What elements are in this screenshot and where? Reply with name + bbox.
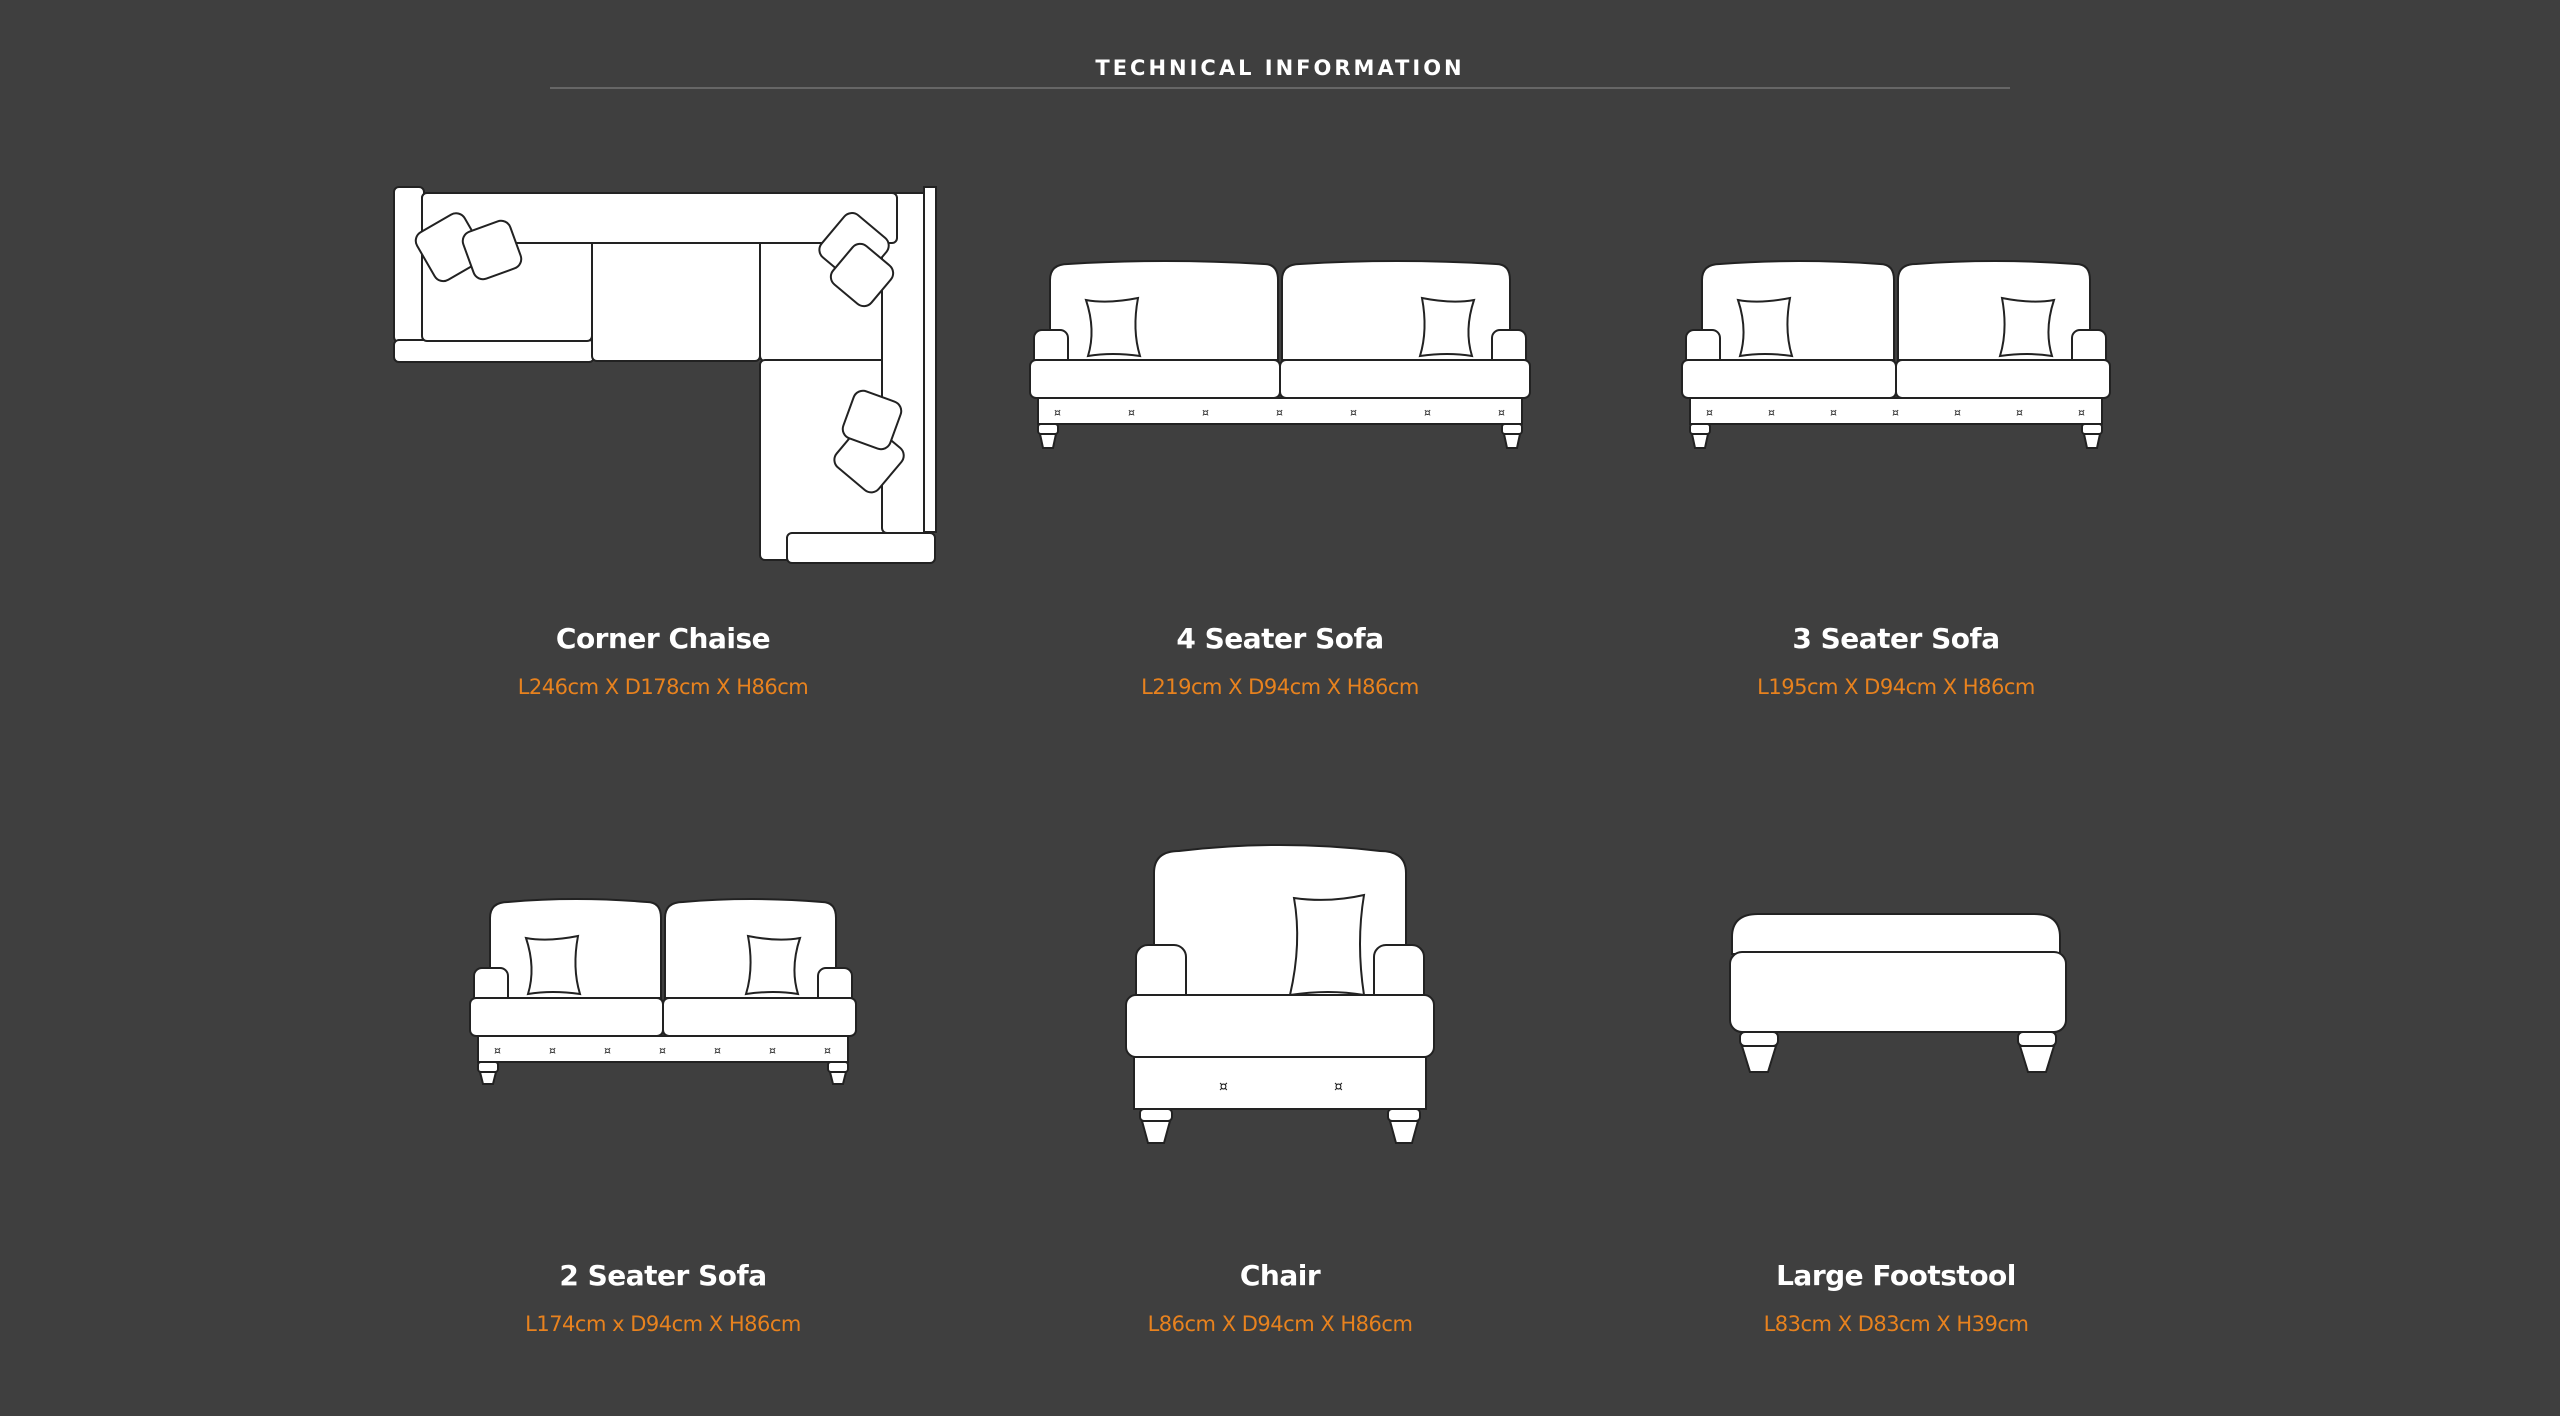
sofa-outline-part: ¤ (714, 1044, 721, 1057)
sofa-outline-part (1681, 359, 1897, 399)
sofa-outline-part (1037, 423, 1059, 435)
section-title: TECHNICAL INFORMATION (1095, 56, 1465, 80)
sofa-outline-part (1038, 433, 1058, 449)
product-name: 2 Seater Sofa (559, 1259, 767, 1292)
sofa-outline-part: ¤ (1892, 406, 1899, 419)
sofa-outline-part (744, 934, 802, 996)
sofa-outline-part (1501, 423, 1523, 435)
sofa-outline-part (477, 1035, 849, 1063)
sofa-outline-part (1029, 359, 1281, 399)
product-3-seater-sofa[interactable]: 3 Seater Sofa L195cm X D94cm X H86cm (1586, 622, 2206, 699)
sofa-outline-part: ¤ (2078, 406, 2085, 419)
sofa-outline-part (1998, 296, 2056, 358)
sofa-outline-part: ¤ (1054, 406, 1061, 419)
sofa-outline-part: ¤ (549, 1044, 556, 1057)
sofa-outline-part (1502, 433, 1522, 449)
product-2-seater-sofa[interactable]: 2 Seater Sofa L174cm x D94cm X H86cm (353, 1259, 973, 1336)
product-dimensions: L83cm X D83cm X H39cm (1763, 1312, 2029, 1336)
sofa-outline-part (1895, 359, 2111, 399)
sofa-outline-part (1049, 260, 1279, 361)
product-name: Chair (1239, 1259, 1321, 1292)
sofa-outline-part: ¤ (1202, 406, 1209, 419)
sofa-outline-part (1897, 260, 2091, 361)
product-dimensions: L246cm X D178cm X H86cm (517, 675, 809, 699)
sofa-outline-part (1084, 296, 1142, 358)
sofa-outline-part: ¤ (769, 1044, 776, 1057)
sofa-outline-part (828, 1071, 848, 1085)
title-divider (550, 87, 2010, 89)
sofa-outline-part: ¤ (824, 1044, 831, 1057)
sofa-outline-part: ¤ (604, 1044, 611, 1057)
svg-text:¤: ¤ (1334, 1079, 1343, 1095)
sofa-outline-part: ¤ (1424, 406, 1431, 419)
sofa-outline-part: ¤ (1706, 406, 1713, 419)
sofa-outline-part: ¤ (494, 1044, 501, 1057)
sofa-outline-part: ¤ (1276, 406, 1283, 419)
product-name: Corner Chaise (555, 622, 771, 655)
sofa-outline-part (1281, 260, 1511, 361)
sofa-outline-part (478, 1071, 498, 1085)
product-large-footstool[interactable]: Large Footstool L83cm X D83cm X H39cm (1586, 1259, 2206, 1336)
product-corner-chaise[interactable]: Corner Chaise L246cm X D178cm X H86cm (353, 622, 973, 699)
sofa-outline-part (1736, 296, 1794, 358)
sofa-outline-part (1690, 433, 1710, 449)
sofa-outline-part (662, 997, 857, 1037)
sofa-outline-part (2081, 423, 2103, 435)
product-4-seater-sofa[interactable]: 4 Seater Sofa L219cm X D94cm X H86cm (970, 622, 1590, 699)
product-dimensions: L195cm X D94cm X H86cm (1757, 675, 2035, 699)
corner-chaise-drawing (393, 186, 937, 564)
sofa-outline-part (1418, 296, 1476, 358)
chair-drawing: ¤ ¤ (1125, 844, 1435, 1144)
product-dimensions: L86cm X D94cm X H86cm (1147, 1312, 1413, 1336)
product-chair[interactable]: Chair L86cm X D94cm X H86cm (970, 1259, 1590, 1336)
sofa-outline-part (1701, 260, 1895, 361)
sofa-outline-part: ¤ (1350, 406, 1357, 419)
product-dimensions: L174cm x D94cm X H86cm (525, 1312, 801, 1336)
sofa-outline-part: ¤ (1954, 406, 1961, 419)
sofa-outline-part: ¤ (1830, 406, 1837, 419)
sofa-outline-part (1689, 397, 2103, 425)
4-seater-sofa-drawing: ¤ ¤ ¤ ¤ ¤ ¤ ¤ (1029, 260, 1531, 449)
sofa-outline-part (524, 934, 582, 996)
product-name: 4 Seater Sofa (1176, 622, 1384, 655)
sofa-outline-part: ¤ (1768, 406, 1775, 419)
product-name: 3 Seater Sofa (1792, 622, 2000, 655)
product-dimensions: L219cm X D94cm X H86cm (1141, 675, 1419, 699)
sofa-outline-part: ¤ (1498, 406, 1505, 419)
sofa-outline-part (469, 997, 664, 1037)
sofa-outline-part (1037, 397, 1523, 425)
sofa-outline-part (2082, 433, 2102, 449)
large-footstool-drawing (1729, 913, 2067, 1073)
sofa-outline-part (1279, 359, 1531, 399)
sofa-outline-part (1689, 423, 1711, 435)
sofa-outline-part: ¤ (659, 1044, 666, 1057)
sofa-outline-part (827, 1061, 849, 1073)
3-seater-sofa-drawing: ¤ ¤ ¤ ¤ ¤ ¤ ¤ (1681, 260, 2111, 449)
2-seater-sofa-drawing: ¤ ¤ ¤ ¤ ¤ ¤ ¤ (469, 898, 857, 1085)
sofa-outline-part: ¤ (2016, 406, 2023, 419)
sofa-outline-part: ¤ (1128, 406, 1135, 419)
sofa-outline-part (477, 1061, 499, 1073)
svg-text:¤: ¤ (1219, 1079, 1228, 1095)
product-name: Large Footstool (1776, 1259, 2016, 1292)
